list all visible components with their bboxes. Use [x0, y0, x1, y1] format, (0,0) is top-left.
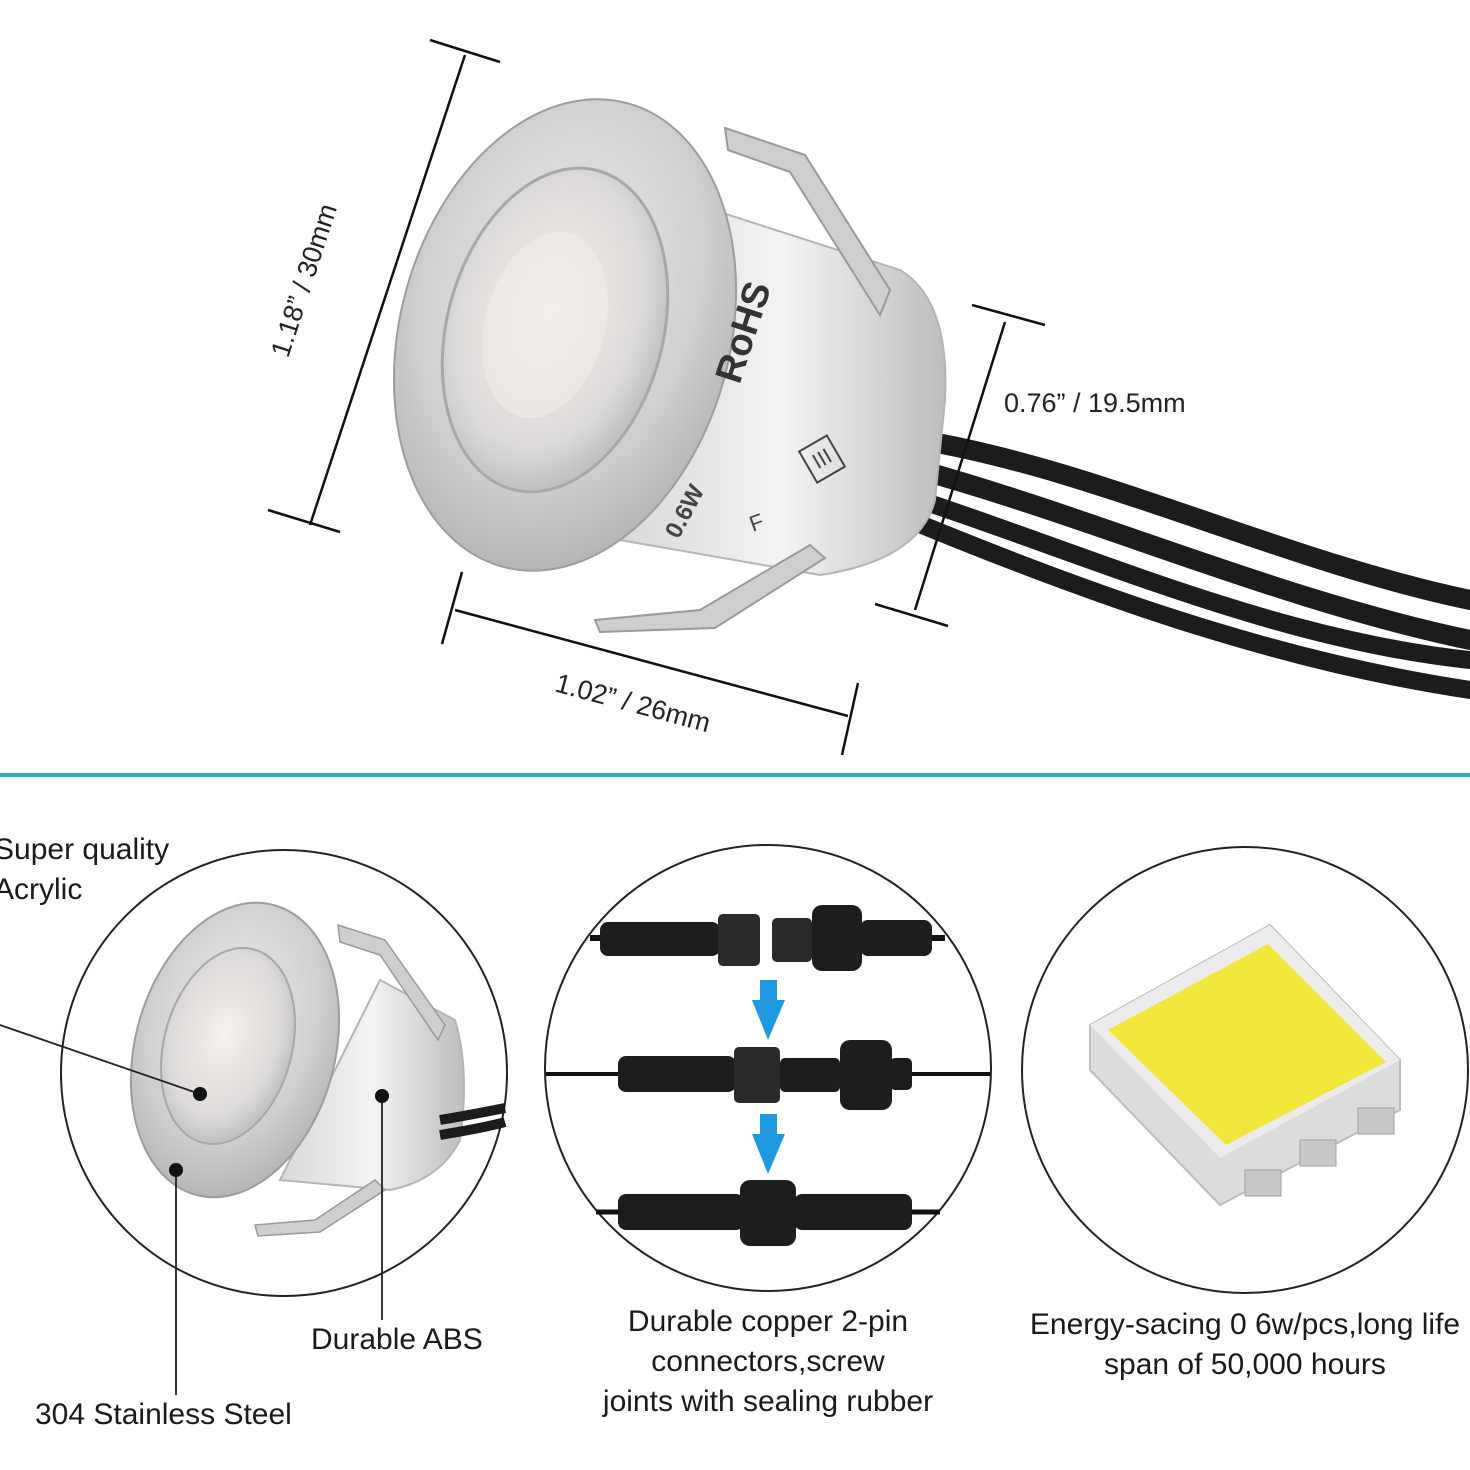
led-caption: Energy-sacing 0 6w/pcs,long life span of… [1005, 1305, 1470, 1385]
steel-label: 304 Stainless Steel [35, 1398, 292, 1431]
cable-bundle [901, 430, 1470, 699]
connector-row-2 [546, 1040, 990, 1110]
dot-icon [169, 1163, 183, 1177]
callout-lines [0, 1024, 383, 1395]
dimension-lines [267, 38, 1046, 756]
depth-dimension-label: 0.76” / 19.5mm [1004, 388, 1186, 418]
connectors-caption-line-3: joints with sealing rubber [602, 1385, 934, 1418]
smd-led-chip [1089, 923, 1401, 1207]
led-caption-line-1: Energy-sacing 0 6w/pcs,long life [1029, 1308, 1461, 1341]
mounting-clip-bottom [593, 543, 827, 634]
mini-light [129, 901, 507, 1237]
arrow-down-icon [752, 980, 785, 1040]
connector-row-3 [596, 1180, 940, 1246]
connectors-caption-line-1: Durable copper 2-pin [627, 1305, 909, 1338]
arrow-down-icon [752, 1114, 785, 1174]
acrylic-label: Super quality Acrylic [0, 833, 170, 906]
abs-label: Durable ABS [311, 1323, 483, 1356]
connectors-caption: Durable copper 2-pin connectors,screw jo… [568, 1302, 968, 1422]
led-caption-line-2: span of 50,000 hours [1104, 1348, 1386, 1381]
mounting-clip-top [723, 126, 892, 318]
connectors-caption-line-2: connectors,screw [651, 1345, 885, 1378]
connector-row-1 [590, 905, 945, 971]
dot-icon [193, 1087, 207, 1101]
dot-icon [375, 1089, 389, 1103]
